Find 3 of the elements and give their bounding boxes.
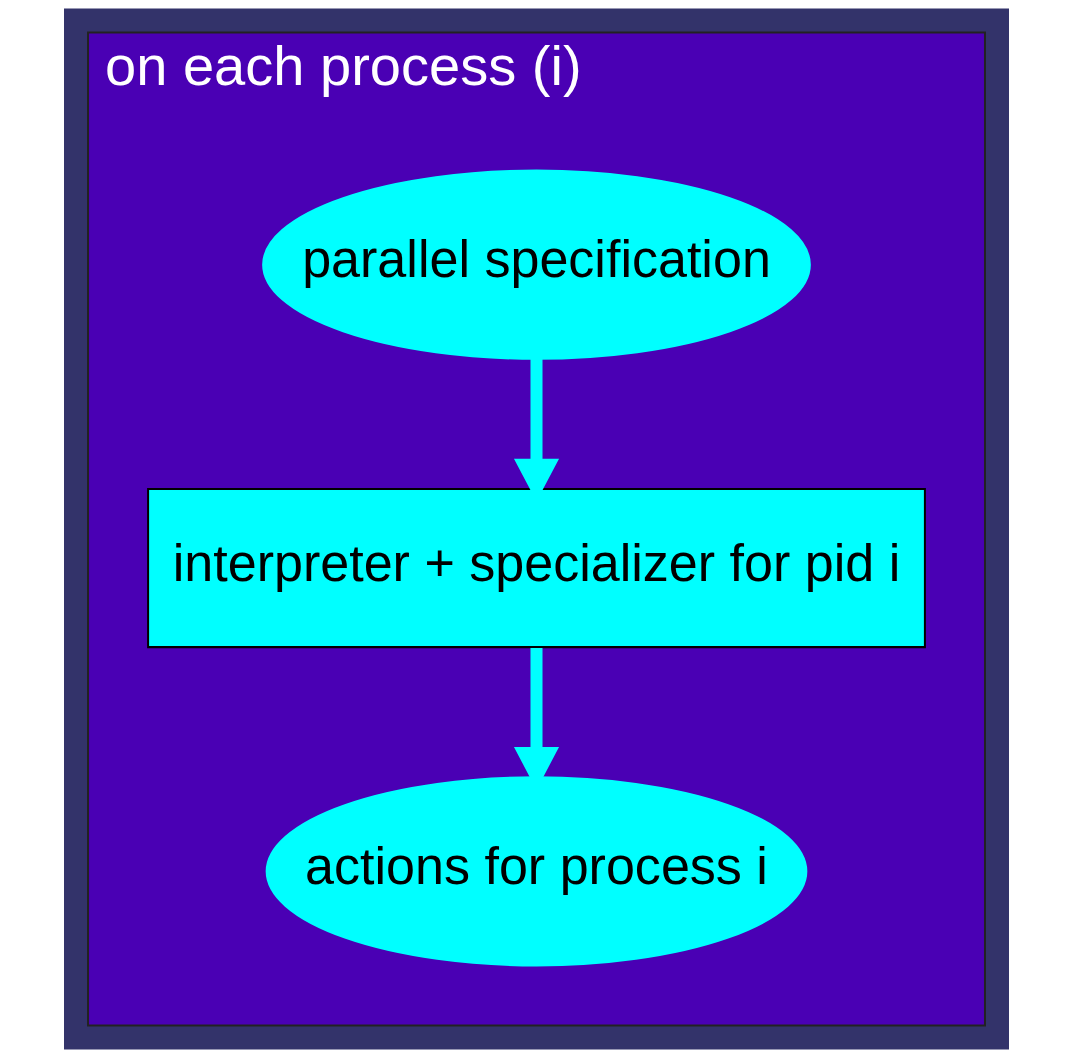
node-ellipse: actions for process i: [265, 776, 808, 967]
node-box: interpreter + specializer for pid i: [147, 487, 926, 649]
node-ellipse: parallel specification: [262, 169, 811, 360]
